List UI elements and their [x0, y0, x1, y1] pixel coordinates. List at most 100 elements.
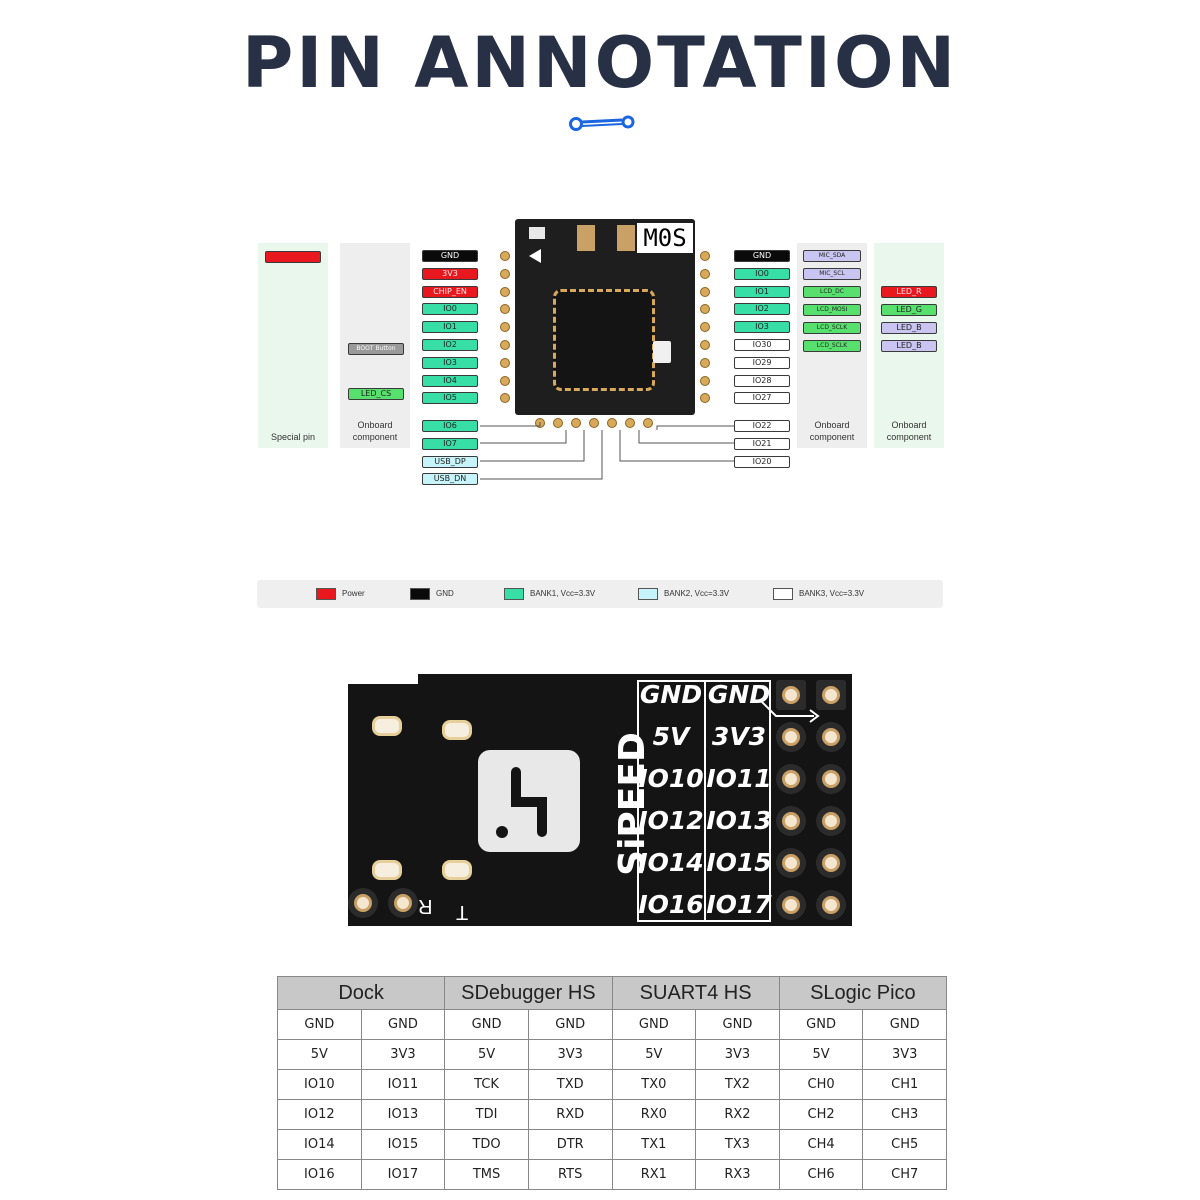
arrow-icon	[759, 699, 820, 723]
table-cell: GND	[527, 1009, 613, 1040]
header-left-label: IO14	[638, 848, 704, 877]
table-cell: GND	[444, 1009, 529, 1040]
table-cell: GND	[695, 1009, 780, 1040]
pin-hole	[500, 375, 510, 386]
silk-t: T	[456, 901, 469, 923]
pin-label: IO29	[734, 356, 790, 369]
header-pin-pad	[776, 764, 806, 794]
pin-hole	[700, 268, 710, 279]
bottom-pin-hole	[553, 418, 563, 428]
table-cell: IO13	[360, 1099, 446, 1130]
sipeed-logo	[478, 750, 580, 852]
pin-label: IO0	[422, 303, 478, 316]
header-left-label: IO16	[638, 890, 704, 919]
special-pin-caption: Special pin	[270, 432, 316, 442]
onboard-right2-caption: Onboard component	[886, 420, 932, 442]
pin-label: IO7	[422, 437, 478, 450]
table-cell: IO14	[277, 1129, 362, 1160]
table-cell: GND	[611, 1009, 697, 1040]
onboard-right1-panel: MIC_SDA MIC_SCL LCD_DC LCD_MOSI LCD_SCLK…	[797, 243, 867, 448]
header-suart4: SUART4 HS	[611, 976, 780, 1010]
board-pad-t	[348, 888, 378, 918]
table-cell: DTR	[527, 1129, 613, 1160]
legend-bank3-label: BANK3, Vcc=3.3V	[799, 589, 865, 598]
legend-power-label: Power	[342, 589, 365, 598]
table-cell: CH3	[862, 1099, 947, 1130]
legend-bank3-swatch	[773, 588, 793, 600]
table-cell: 5V	[778, 1039, 864, 1070]
table-cell: RXD	[527, 1099, 613, 1130]
pin-label: IO5	[422, 392, 478, 405]
lcd-mosi-label: LCD_MOSI	[803, 304, 861, 316]
pin-label: IO3	[734, 321, 790, 334]
table-cell: RX1	[611, 1159, 697, 1190]
led-r-label: LED_R	[881, 286, 937, 298]
header-pin-pad	[816, 890, 846, 920]
sipeed-logo-icon	[496, 767, 547, 838]
pin-hole	[700, 375, 710, 386]
header-right-label: IO15	[706, 848, 772, 877]
header-left-label: GND	[639, 680, 703, 709]
pin-label: GND	[422, 250, 478, 262]
table-cell: TXD	[527, 1069, 613, 1100]
table-cell: RTS	[527, 1159, 613, 1190]
header-pin-pad	[776, 680, 806, 710]
onboard-left-panel: BOOT Button LED_CS Onboard component	[340, 243, 410, 448]
module-name: M0S	[637, 223, 693, 253]
usb-pad-1	[372, 716, 402, 736]
table-cell: 5V	[611, 1039, 697, 1070]
header-right-label: IO13	[706, 806, 772, 835]
table-cell: IO10	[277, 1069, 362, 1100]
header-right-label: IO11	[706, 764, 772, 793]
pin-label: IO0	[734, 267, 790, 280]
table-cell: TDO	[444, 1129, 529, 1160]
header-sdebugger: SDebugger HS	[444, 976, 613, 1010]
table-cell: TX1	[611, 1129, 697, 1160]
table-cell: TCK	[444, 1069, 529, 1100]
boot-button-label: BOOT Button	[348, 343, 404, 355]
table-cell: 3V3	[862, 1039, 947, 1070]
legend-gnd-swatch	[410, 588, 430, 600]
pin-label: IO2	[422, 339, 478, 351]
table-cell: IO12	[277, 1099, 362, 1130]
pin-hole	[500, 304, 510, 315]
onboard-right2-panel: LED_R LED_G LED_B LED_B Onboard componen…	[874, 243, 944, 448]
mic-sda-label: MIC_SDA	[803, 250, 861, 262]
pin-label: IO27	[734, 392, 790, 405]
pin-label: IO30	[734, 339, 790, 351]
table-cell: CH0	[778, 1069, 864, 1100]
pin-hole	[700, 340, 710, 350]
legend-bank2-swatch	[638, 588, 658, 600]
pin-hole	[500, 393, 510, 404]
legend-bank1-swatch	[504, 588, 524, 600]
led-b-label-2: LED_B	[881, 340, 937, 352]
header-slogic: SLogic Pico	[778, 976, 948, 1010]
header-left-label: 5V	[652, 722, 690, 751]
lcd-sclk-label: LCD_SCLK	[803, 322, 861, 334]
header-pin-pad	[776, 722, 806, 752]
lcd-dc-label: LCD_DC	[803, 286, 861, 298]
special-pin-panel: Special pin	[258, 243, 328, 448]
pin-hole	[500, 357, 510, 368]
board-notch	[348, 674, 418, 684]
pin-hole	[700, 322, 710, 333]
table-cell: RX0	[611, 1099, 697, 1130]
table-cell: 3V3	[527, 1039, 613, 1070]
pin-leader-lines	[480, 422, 734, 480]
pin-label: USB_DN	[422, 473, 478, 486]
pin1-marker-icon	[529, 249, 541, 263]
header-left-label: IO12	[638, 806, 704, 835]
pin-label: 3V3	[422, 267, 478, 280]
bottom-pin-hole	[643, 418, 653, 428]
legend-power-swatch	[316, 588, 336, 600]
table-cell: CH4	[778, 1129, 864, 1160]
header-right-label: 3V3	[711, 722, 767, 751]
lcd-sclk-label-2: LCD_SCLK	[803, 340, 861, 352]
table-cell: RX2	[695, 1099, 780, 1130]
silk-r: R	[418, 895, 433, 917]
usb-pad-4	[442, 860, 472, 880]
